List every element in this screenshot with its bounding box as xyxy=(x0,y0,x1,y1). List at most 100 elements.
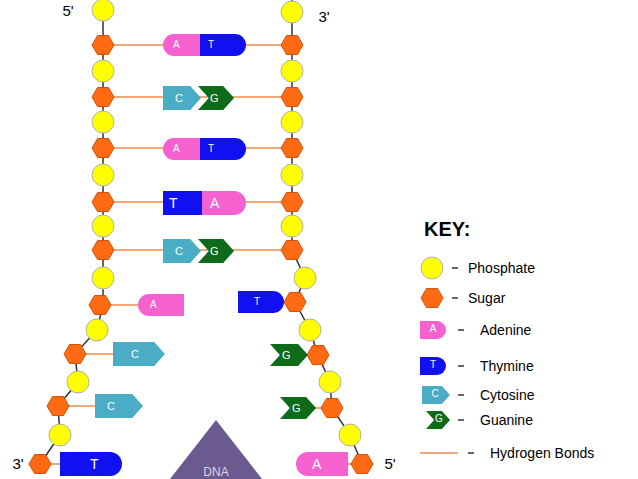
legend-dash xyxy=(458,329,464,330)
key-heading: KEY: xyxy=(424,218,494,240)
sugar-hexagon xyxy=(92,241,114,260)
phosphate-circle xyxy=(92,0,114,21)
legend-text: Thymine xyxy=(480,357,534,375)
base-outline xyxy=(138,294,184,316)
phosphate-circle xyxy=(319,371,341,393)
triangle-outline xyxy=(170,420,262,479)
base-letter: C xyxy=(131,348,139,361)
strand-end-label: 3' xyxy=(312,8,336,25)
legend-dash xyxy=(458,419,464,420)
base-shape xyxy=(202,191,246,215)
sugar-hexagon xyxy=(92,139,114,158)
phosphate-circle xyxy=(294,267,316,289)
phosphate-circle xyxy=(92,164,114,186)
phosphate-circle xyxy=(281,60,303,82)
swatch-letter: T xyxy=(420,359,446,371)
base-shape xyxy=(238,291,284,313)
base-shape xyxy=(200,34,246,56)
base-letter: A xyxy=(150,299,157,311)
base-shape xyxy=(163,34,201,56)
base-outline xyxy=(200,34,246,56)
legend-text: Hydrogen Bonds xyxy=(490,444,594,462)
dna-triangle: DNA xyxy=(170,420,262,479)
strand-end-label: 3' xyxy=(6,455,30,472)
base-letter: A xyxy=(210,195,219,211)
base-outline xyxy=(280,397,316,419)
base-letter: G xyxy=(282,349,291,362)
base-shape xyxy=(138,294,184,316)
base-outline xyxy=(296,452,348,476)
nucleobase-block: T xyxy=(60,452,122,476)
nucleobase-block: A xyxy=(163,34,201,56)
sugar-hexagon xyxy=(281,241,303,260)
legend-text: Cytosine xyxy=(480,386,534,404)
nucleobase-block: T xyxy=(163,191,203,215)
base-shape xyxy=(296,452,348,476)
base-letter: T xyxy=(208,39,214,51)
legend-dash xyxy=(468,452,474,453)
legend-swatch-group xyxy=(421,257,443,279)
base-shape xyxy=(95,394,143,418)
phosphate-circle xyxy=(281,215,303,237)
legend-swatch xyxy=(426,411,450,429)
sugar-hexagon xyxy=(29,455,51,474)
base-letter: G xyxy=(292,402,301,415)
base-shape xyxy=(163,138,201,160)
sugar-hexagon xyxy=(284,293,306,312)
base-letter: G xyxy=(210,245,219,258)
legend-text: Guanine xyxy=(480,411,533,429)
base-letter: A xyxy=(173,143,180,155)
legend-dash xyxy=(458,394,464,395)
base-outline xyxy=(202,191,246,215)
base-outline xyxy=(163,34,201,56)
nucleobase-block: T xyxy=(200,34,246,56)
legend-text: Sugar xyxy=(468,289,505,307)
base-outline xyxy=(163,191,203,215)
nucleobase-block: G xyxy=(198,86,234,110)
phosphate-circle xyxy=(92,60,114,82)
base-outline xyxy=(113,342,165,366)
sugar-hexagon xyxy=(64,345,86,364)
base-letter: T xyxy=(169,195,178,211)
sugar-hexagon xyxy=(281,36,303,55)
phosphate-circle xyxy=(299,319,321,341)
nucleobase-block: A xyxy=(202,191,246,215)
sugar-hexagon xyxy=(281,193,303,212)
sugar-hexagon xyxy=(92,36,114,55)
legend-swatch-group xyxy=(422,386,450,404)
swatch-letter: A xyxy=(420,323,446,335)
base-letter: A xyxy=(173,39,180,51)
sugar-hexagon xyxy=(321,399,343,418)
base-outline xyxy=(198,239,234,263)
phosphate-circle xyxy=(339,424,361,446)
phosphate-circle xyxy=(281,164,303,186)
phosphate-circle xyxy=(49,424,71,446)
legend-swatch xyxy=(420,357,446,375)
legend-swatch xyxy=(421,288,443,307)
base-outline xyxy=(60,452,122,476)
base-letter: C xyxy=(175,245,183,258)
legend-swatch xyxy=(420,321,446,339)
legend-swatch-group xyxy=(420,357,446,375)
base-letter: T xyxy=(90,456,99,472)
dna-label: DNA xyxy=(203,465,228,479)
base-outline xyxy=(270,344,308,366)
legend-dash xyxy=(452,297,458,298)
base-letter: A xyxy=(312,456,321,472)
nucleobase-block: A xyxy=(296,452,348,476)
nucleobase-block: G xyxy=(270,344,308,366)
phosphate-circle xyxy=(281,1,303,23)
nucleobase-block: T xyxy=(238,291,284,313)
base-outline xyxy=(163,239,201,263)
nucleobase-block: C xyxy=(95,394,143,418)
strand-end-label: 5' xyxy=(56,2,80,19)
base-shape xyxy=(200,138,246,160)
nucleobase-block: C xyxy=(163,86,201,110)
legend-swatch-group xyxy=(420,321,446,339)
phosphate-circle xyxy=(92,111,114,133)
base-outline xyxy=(198,86,234,110)
phosphate-circle xyxy=(67,371,89,393)
sugar-hexagon xyxy=(307,346,329,365)
swatch-letter: G xyxy=(428,413,450,425)
